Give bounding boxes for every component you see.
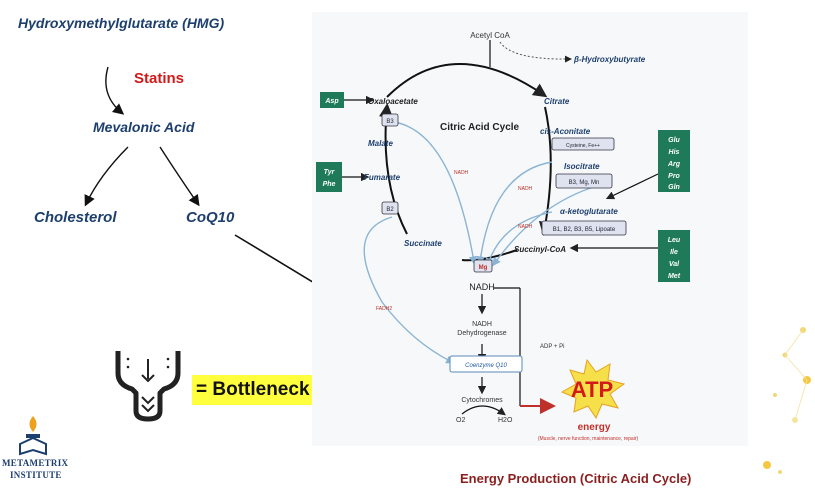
fadh2-label: FADH2 bbox=[376, 306, 392, 312]
cycle-svg: Acetyl CoA β-Hydroxybutyrate Oxaloacetat… bbox=[316, 31, 690, 442]
statins-label: Statins bbox=[134, 70, 185, 87]
cycle-title-label: Citric Acid Cycle bbox=[440, 122, 520, 133]
nadh-label-a: NADH bbox=[454, 170, 469, 176]
val-label: Val bbox=[669, 261, 680, 268]
phe-label: Phe bbox=[323, 181, 336, 188]
h2o-label: H2O bbox=[498, 417, 513, 424]
citrate-label: Citrate bbox=[544, 97, 570, 106]
nadh-label-b: NADH bbox=[518, 186, 533, 192]
leu-label: Leu bbox=[668, 237, 681, 244]
mevalonic-acid-label: Mevalonic Acid bbox=[93, 119, 195, 135]
fumarate-label: Fumarate bbox=[364, 173, 401, 182]
oxaloacetate-label: Oxaloacetate bbox=[368, 97, 418, 106]
bottleneck-icon bbox=[115, 351, 181, 422]
asp-label: Asp bbox=[324, 98, 339, 105]
coenzyme-q10-label: Coenzyme Q10 bbox=[465, 363, 507, 369]
tyr-label: Tyr bbox=[324, 169, 336, 176]
adp-pi-label: ADP + Pi bbox=[540, 344, 564, 350]
nadh-label: NADH bbox=[469, 282, 495, 292]
nadh-dehydrogenase-label-2: Dehydrogenase bbox=[457, 330, 507, 337]
his-label: His bbox=[669, 149, 680, 156]
ile-label: Ile bbox=[670, 249, 678, 256]
atp-burst-icon bbox=[560, 358, 626, 420]
cholesterol-label: Cholesterol bbox=[34, 209, 117, 226]
institute-logo-icon bbox=[19, 416, 47, 456]
decorative-dots bbox=[763, 327, 811, 474]
cytochromes-label: Cytochromes bbox=[461, 397, 503, 404]
gln-label: Gln bbox=[668, 184, 680, 191]
energy-sub-label: (Muscle, nerve function, maintenance, re… bbox=[538, 436, 639, 442]
malate-label: Malate bbox=[368, 139, 393, 148]
succinyl-coa-label: Succinyl-CoA bbox=[514, 245, 566, 254]
coq10-label: CoQ10 bbox=[186, 209, 235, 226]
logo-line1: METAMETRIX bbox=[2, 458, 69, 468]
isocitrate-label: Isocitrate bbox=[564, 162, 600, 171]
lipoate-box-label: B1, B2, B3, B5, Lipoate bbox=[553, 227, 616, 233]
cysteine-box-label: Cysteine, Fe++ bbox=[566, 143, 600, 149]
nadh-dehydrogenase-label-1: NADH bbox=[472, 321, 492, 328]
energy-production-caption: Energy Production (Citric Acid Cycle) bbox=[460, 471, 692, 486]
atp-label: ATP bbox=[571, 377, 613, 402]
hmg-title: Hydroxymethylglutarate (HMG) bbox=[18, 15, 225, 31]
b3-mg-mn-box-label: B3, Mg, Mn bbox=[569, 180, 600, 186]
mg-box-label: Mg bbox=[479, 265, 488, 271]
b3-box-label: B3 bbox=[386, 119, 394, 125]
o2-label: O2 bbox=[456, 417, 465, 424]
hydroxybutyrate-label: β-Hydroxybutyrate bbox=[573, 55, 646, 64]
arg-label: Arg bbox=[667, 161, 681, 168]
energy-label: energy bbox=[578, 422, 611, 433]
met-label: Met bbox=[668, 273, 681, 280]
cis-aconitate-label: cis-Aconitate bbox=[540, 127, 591, 136]
alpha-ketoglutarate-label: α-ketoglutarate bbox=[560, 207, 618, 216]
citric-acid-cycle-diagram: Acetyl CoA β-Hydroxybutyrate Oxaloacetat… bbox=[312, 12, 748, 446]
glu-label: Glu bbox=[668, 137, 680, 144]
pro-label: Pro bbox=[668, 173, 680, 180]
succinate-label: Succinate bbox=[404, 239, 442, 248]
logo-line2: INSTITUTE bbox=[10, 470, 62, 480]
nadh-label-c: NADH bbox=[518, 224, 533, 230]
acetyl-coa-label: Acetyl CoA bbox=[470, 31, 510, 40]
b2-box-label: B2 bbox=[386, 207, 394, 213]
